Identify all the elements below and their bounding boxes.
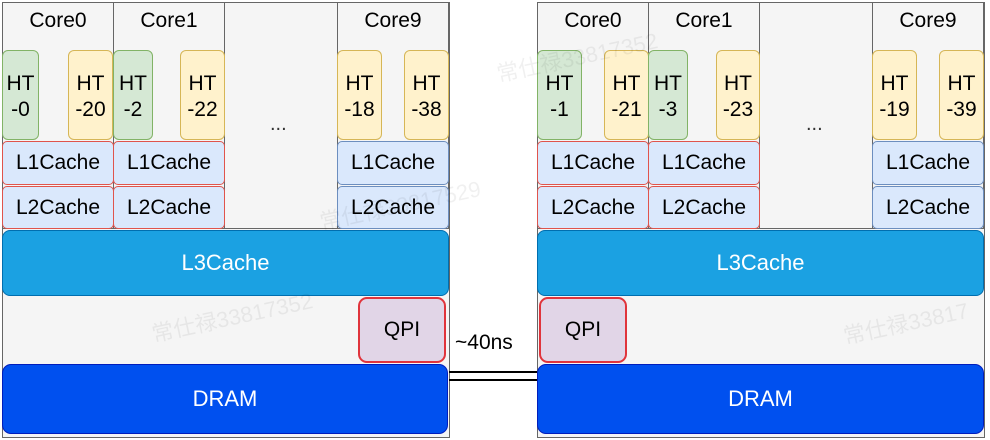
l2-cache: L2Cache <box>648 186 760 229</box>
l1-cache: L1Cache <box>648 141 760 185</box>
core-label: Core0 <box>29 9 87 32</box>
core-label: Core9 <box>364 9 422 32</box>
l2-cache: L2Cache <box>872 186 984 229</box>
hyperthread-box: HT -38 <box>404 50 449 140</box>
hyperthread-box: HT -18 <box>337 50 382 140</box>
interconnect-line <box>449 371 538 373</box>
l3-cache: L3Cache <box>2 230 449 296</box>
l2-cache: L2Cache <box>113 186 225 229</box>
dram-block-left: DRAM <box>2 364 448 434</box>
l1-cache: L1Cache <box>537 141 649 185</box>
l1-cache: L1Cache <box>2 141 114 185</box>
hyperthread-box: HT -22 <box>180 50 225 140</box>
core-label: Core9 <box>899 9 957 32</box>
core-left-middle <box>224 2 338 229</box>
dram-block-right: DRAM <box>537 364 984 434</box>
l3-cache: L3Cache <box>537 230 984 296</box>
qpi-block-right: QPI <box>539 297 627 363</box>
hyperthread-box: HT -2 <box>113 50 153 140</box>
ellipsis-left: ... <box>270 113 287 135</box>
core-right-middle <box>759 2 873 229</box>
interconnect-latency-label: ~40ns <box>455 331 513 354</box>
interconnect-line <box>449 379 538 381</box>
hyperthread-box: HT -19 <box>872 50 917 140</box>
qpi-block-left: QPI <box>358 297 446 363</box>
hyperthread-box: HT -23 <box>716 50 760 140</box>
hyperthread-box: HT -20 <box>68 50 113 140</box>
l2-cache: L2Cache <box>2 186 114 229</box>
hyperthread-box: HT -0 <box>2 50 39 140</box>
hyperthread-box: HT -21 <box>604 50 649 140</box>
l1-cache: L1Cache <box>113 141 225 185</box>
ellipsis-right: ... <box>806 113 823 135</box>
hyperthread-box: HT -39 <box>939 50 984 140</box>
hyperthread-box: HT -3 <box>648 50 688 140</box>
hyperthread-box: HT -1 <box>537 50 582 140</box>
l2-cache: L2Cache <box>537 186 649 229</box>
l1-cache: L1Cache <box>337 141 449 185</box>
l2-cache: L2Cache <box>337 186 449 229</box>
core-label: Core1 <box>140 9 198 32</box>
l1-cache: L1Cache <box>872 141 984 185</box>
core-label: Core1 <box>675 9 733 32</box>
core-label: Core0 <box>564 9 622 32</box>
